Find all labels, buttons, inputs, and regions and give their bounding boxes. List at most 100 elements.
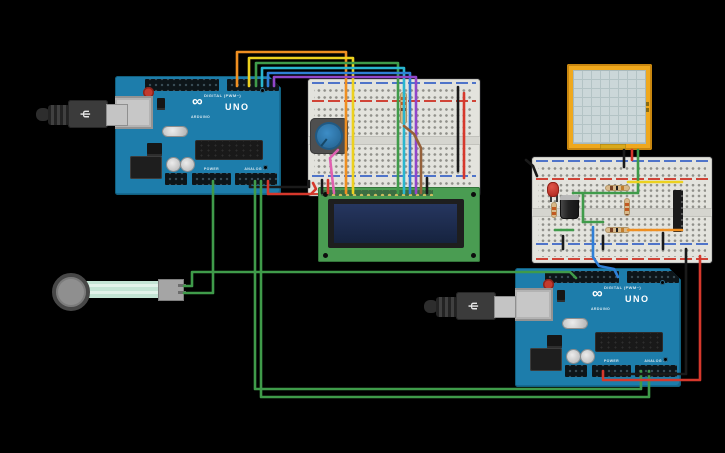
wire-black-arduino2-gnd[interactable] [610, 247, 688, 376]
lcd-screw [323, 253, 328, 258]
digital-pin-header-b[interactable] [627, 271, 679, 283]
force-sensor-pin [178, 284, 186, 287]
crystal-oscillator [563, 319, 587, 328]
tx-rx-led-block [557, 290, 565, 302]
wire-green-force-sensor-signal[interactable] [182, 270, 578, 288]
wire-blue-bb2-arduino2[interactable] [591, 225, 620, 279]
usb-icon: ψ [468, 301, 481, 311]
wire-orange-lcd-rs[interactable] [235, 50, 348, 195]
lcd-pin-row[interactable] [321, 190, 433, 196]
usb-plug-body[interactable] [456, 292, 496, 320]
resistor[interactable] [551, 202, 557, 218]
atmega-chip [595, 332, 663, 352]
lcd-screw [471, 192, 476, 197]
crystal-oscillator [163, 127, 187, 136]
uno-label: UNO [625, 294, 650, 304]
mounting-hole [663, 357, 668, 362]
arduino-logo: ∞ [192, 93, 203, 110]
force-sensor-pin [178, 291, 186, 294]
force-sensor-connector [158, 279, 184, 301]
force-sensor-disc[interactable] [52, 273, 90, 311]
red-led[interactable] [547, 182, 559, 197]
analog-pin-header[interactable] [235, 173, 277, 185]
resistor[interactable] [624, 198, 630, 216]
reset-button[interactable] [143, 87, 154, 98]
usb-plug-metal [494, 296, 516, 318]
resistor[interactable] [605, 185, 630, 191]
negative-rail-line [312, 175, 476, 177]
arduino-uno-2[interactable]: DIGITAL (PWM~) ∞ UNO ARDUINO POWER ANALO… [515, 268, 681, 387]
usb-plug-body[interactable] [68, 100, 108, 128]
power-jack [130, 156, 162, 179]
digital-label: DIGITAL (PWM~) [603, 285, 642, 290]
mounting-hole [660, 280, 665, 285]
tx-rx-led-block [157, 98, 165, 110]
capacitor-2 [581, 350, 594, 363]
capacitor-top-band [560, 195, 579, 200]
power-label: POWER [603, 359, 620, 363]
arduino-uno-1[interactable]: DIGITAL (PWM~) ∞ UNO ARDUINO POWER ANALO… [115, 76, 281, 195]
wire-pink-lcd-contrast[interactable] [328, 148, 340, 195]
negative-rail-line [536, 243, 708, 245]
usb-plug-metal [106, 104, 128, 126]
breadboard-2[interactable] [532, 157, 712, 263]
wire-red-arduino1-5v[interactable] [266, 179, 318, 196]
led-leg [556, 194, 558, 202]
arduino-logo: ∞ [592, 285, 603, 302]
icsp-pin-header[interactable] [565, 365, 587, 377]
analog-label: ANALOG IN [244, 167, 268, 171]
lcd-screen [334, 204, 457, 243]
wire-black-bb2-hook[interactable] [524, 158, 539, 178]
wire-teal-lcd-db5[interactable] [260, 66, 406, 195]
resistor[interactable] [605, 227, 630, 233]
force-sensor-trace [84, 284, 160, 287]
wire-black-arduino1-gnd[interactable] [248, 179, 311, 189]
analog-label: ANALOG IN [644, 359, 668, 363]
digital-pin-header-b[interactable] [227, 79, 279, 91]
mounting-hole [263, 165, 268, 170]
wire-purple-lcd-db7[interactable] [272, 75, 418, 195]
digital-pin-header-a[interactable] [545, 271, 619, 283]
pin-header[interactable] [673, 190, 683, 232]
icsp-pin-header[interactable] [165, 173, 187, 185]
gas-sensor-mesh [573, 70, 646, 144]
wire-green-lcd-db4[interactable] [254, 61, 400, 195]
capacitor-1 [167, 158, 180, 171]
digital-pin-header-a[interactable] [145, 79, 219, 91]
capacitor-2 [181, 158, 194, 171]
arduino-label: ARDUINO [591, 307, 611, 311]
gas-sensor-pin-label [646, 108, 649, 112]
arduino-label: ARDUINO [191, 115, 211, 119]
positive-rail-line [312, 100, 476, 102]
usb-icon: ψ [80, 109, 93, 119]
negative-rail-line [536, 160, 708, 162]
led-leg [550, 194, 552, 202]
negative-rail-line [312, 82, 476, 84]
wire-green-force-sensor-power[interactable] [182, 179, 215, 295]
power-jack [530, 348, 562, 371]
wire-blue-lcd-db6[interactable] [266, 71, 412, 195]
wire-red-arduino2-5v[interactable] [601, 254, 702, 382]
digital-label: DIGITAL (PWM~) [203, 93, 242, 98]
usb-cable-end [424, 300, 438, 313]
lcd-screw [323, 192, 328, 197]
voltage-regulator [547, 335, 562, 348]
reset-button[interactable] [543, 279, 554, 290]
wire-brown-lcd-backlight[interactable] [402, 124, 423, 195]
wire-green-serial-b[interactable] [259, 179, 651, 399]
uno-label: UNO [225, 102, 250, 112]
power-rail-holes[interactable] [538, 163, 706, 177]
electrolytic-capacitor[interactable] [560, 195, 579, 219]
voltage-regulator [147, 143, 162, 156]
mounting-hole [260, 88, 265, 93]
power-label: POWER [203, 167, 220, 171]
usb-strain-relief [48, 105, 70, 125]
power-rail-holes[interactable] [314, 85, 474, 99]
power-pin-header[interactable] [192, 173, 231, 185]
usb-port [513, 288, 553, 321]
usb-cable-end [36, 108, 50, 121]
atmega-chip [195, 140, 263, 160]
wire-yellow-lcd-en[interactable] [247, 56, 355, 195]
